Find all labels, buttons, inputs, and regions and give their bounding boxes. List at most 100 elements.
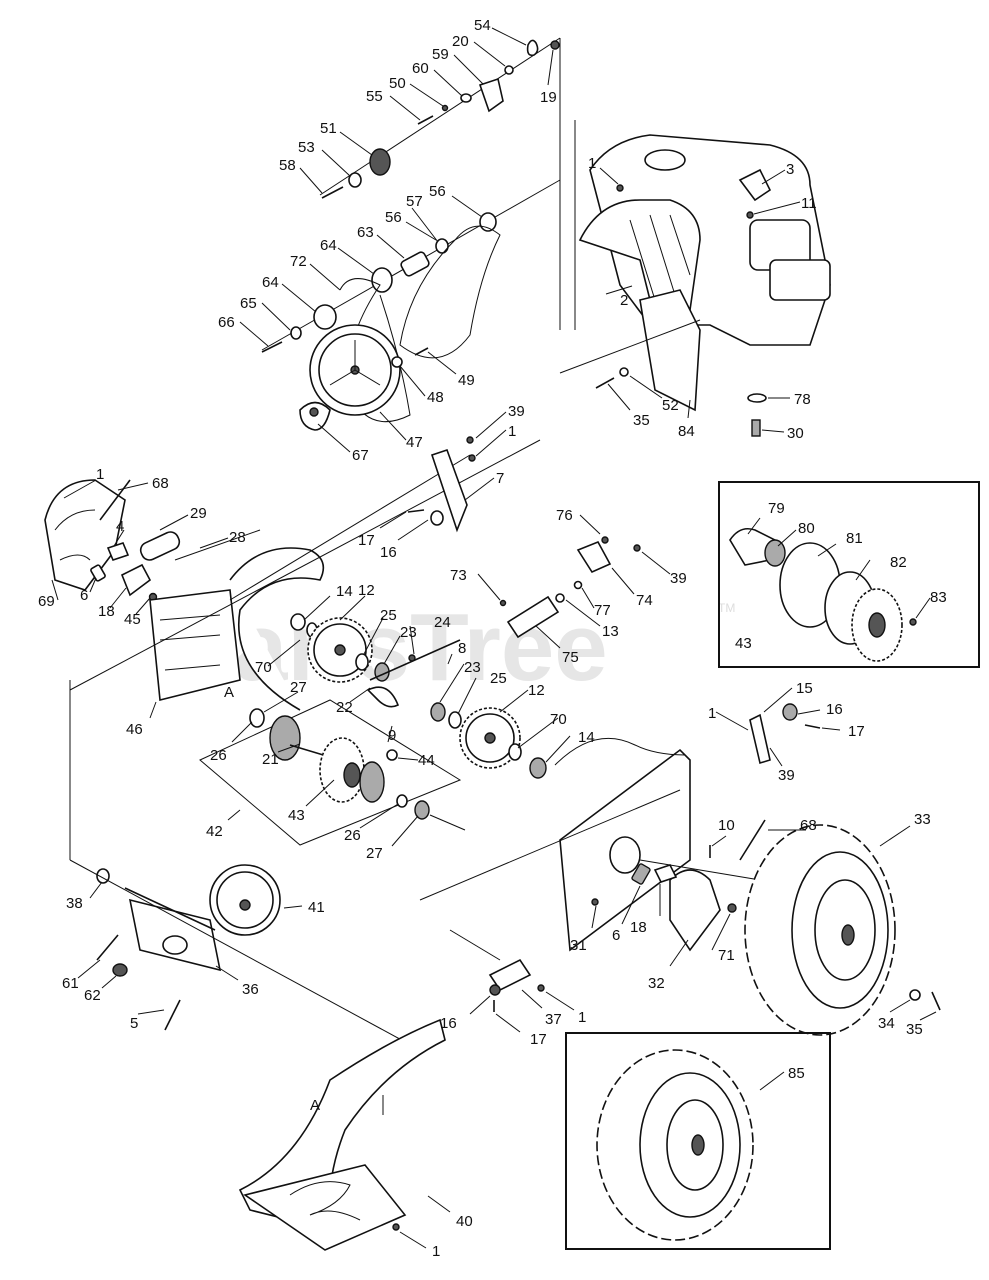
callout-58: 58 — [279, 157, 296, 174]
callout-42: 42 — [206, 823, 223, 840]
callout-1-bracket7: 1 — [508, 423, 516, 440]
key-24 — [408, 654, 416, 662]
callout-57: 57 — [406, 193, 423, 210]
callout-74: 74 — [636, 592, 653, 609]
callout-80: 80 — [798, 520, 815, 537]
washer-78 — [747, 393, 767, 403]
belt-47 — [399, 225, 501, 359]
nut-19 — [550, 40, 560, 50]
callout-39-top: 39 — [508, 403, 525, 420]
bearing-29 — [139, 531, 181, 561]
callout-31: 31 — [570, 937, 587, 954]
callout-78: 78 — [794, 391, 811, 408]
bearing-56b — [435, 238, 449, 254]
callout-16-right: 16 — [826, 701, 843, 718]
callout-56-mid: 56 — [385, 209, 402, 226]
callout-38: 38 — [66, 895, 83, 912]
bolt-55 — [417, 115, 434, 125]
callout-68-left: 68 — [152, 475, 169, 492]
callout-A-lower: A — [310, 1097, 320, 1114]
callout-15: 15 — [796, 680, 813, 697]
callout-26-lower: 26 — [344, 827, 361, 844]
bolt-58 — [321, 186, 344, 199]
callout-16-left: 16 — [380, 544, 397, 561]
callout-67: 67 — [352, 447, 369, 464]
gear-cover-69 — [44, 479, 126, 591]
callout-1-engine: 1 — [588, 155, 596, 172]
bearing-26a — [249, 708, 265, 728]
callout-25-upper: 25 — [380, 607, 397, 624]
callout-76: 76 — [556, 507, 573, 524]
callout-7: 7 — [496, 470, 504, 487]
wheel-33 — [744, 824, 941, 1036]
frame-28 — [229, 547, 325, 711]
nut-71 — [727, 903, 737, 913]
callout-83: 83 — [930, 589, 947, 606]
center-brackets — [407, 436, 641, 639]
spacer-53 — [348, 172, 362, 188]
callout-41: 41 — [308, 899, 325, 916]
washer-52 — [619, 367, 629, 377]
callout-82: 82 — [890, 554, 907, 571]
callout-71: 71 — [718, 947, 735, 964]
callout-43-inset: 43 — [735, 635, 752, 652]
callout-61: 61 — [62, 975, 79, 992]
bushing-23b — [430, 702, 446, 722]
callout-19: 19 — [540, 89, 557, 106]
callout-55: 55 — [366, 88, 383, 105]
callout-1-lever: 1 — [708, 705, 716, 722]
pulley-64b — [313, 304, 337, 330]
callout-25-lower: 25 — [490, 670, 507, 687]
nut-62 — [112, 963, 128, 977]
bolt-83 — [909, 618, 917, 626]
callout-A-upper: A — [224, 684, 234, 701]
pulley-64a — [371, 267, 393, 293]
callout-60: 60 — [412, 60, 429, 77]
bearing-27b — [414, 800, 430, 820]
callout-17-left: 17 — [358, 532, 375, 549]
callout-62: 62 — [84, 987, 101, 1004]
washer-77 — [573, 580, 583, 590]
callout-39-mid: 39 — [670, 570, 687, 587]
drive-plate-36 — [128, 898, 222, 972]
leader-lines — [51, 27, 937, 1249]
callout-47: 47 — [406, 434, 423, 451]
callout-16-bottom: 16 — [440, 1015, 457, 1032]
callout-35-top: 35 — [633, 412, 650, 429]
washer-25b — [448, 711, 462, 729]
callout-64-upper: 64 — [320, 237, 337, 254]
callout-8: 8 — [458, 640, 466, 657]
idler-pulley-51 — [369, 148, 391, 176]
bracket-7 — [430, 448, 468, 533]
callout-20: 20 — [452, 33, 469, 50]
gear-cover-32 — [669, 869, 721, 952]
callout-14-left: 14 — [336, 583, 353, 600]
bracket-4 — [106, 542, 130, 561]
callout-6-right: 6 — [612, 927, 620, 944]
callout-1-bottom: 1 — [578, 1009, 586, 1026]
callout-24: 24 — [434, 614, 451, 631]
bolt-17a — [407, 509, 425, 513]
callout-54: 54 — [474, 17, 491, 34]
callout-18-left: 18 — [98, 603, 115, 620]
spring-6b — [631, 863, 651, 885]
callout-30: 30 — [787, 425, 804, 442]
cable-68b — [739, 819, 766, 861]
callout-43-main: 43 — [288, 807, 305, 824]
bearing-14a — [290, 613, 306, 631]
callout-70-right: 70 — [550, 711, 567, 728]
inset-box-85 — [565, 1032, 831, 1250]
side-plate-46 — [149, 589, 241, 702]
bolt-17b — [804, 724, 821, 729]
callout-22: 22 — [336, 699, 353, 716]
callout-59: 59 — [432, 46, 449, 63]
callout-11: 11 — [801, 195, 817, 212]
callout-27-upper: 27 — [290, 679, 307, 696]
plate-74 — [576, 540, 612, 574]
spacer-63 — [400, 251, 430, 277]
washer-60 — [460, 93, 472, 103]
callout-63: 63 — [357, 224, 374, 241]
arm-75 — [506, 595, 560, 639]
callout-46: 46 — [126, 721, 143, 738]
